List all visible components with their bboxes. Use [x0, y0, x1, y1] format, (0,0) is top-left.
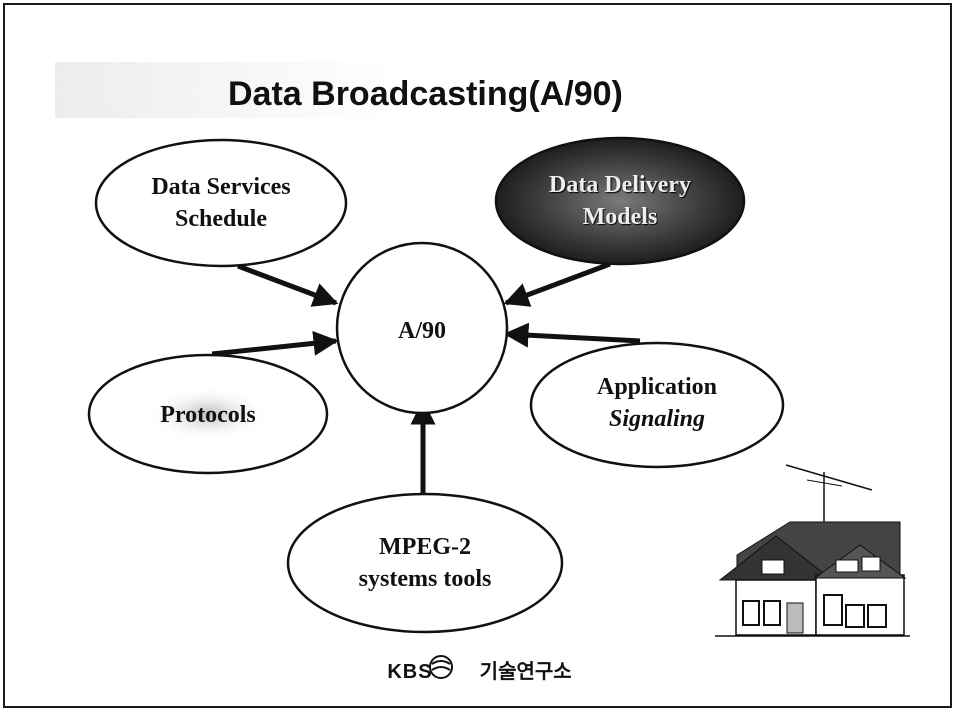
arrow-signaling-to-a90	[503, 322, 641, 348]
center-node-label: A/90	[337, 315, 507, 347]
footer-org: 기술연구소	[479, 661, 572, 683]
node-mpeg2-systems-tools	[286, 492, 564, 634]
footer-brand: KBS	[387, 661, 433, 683]
slide-frame	[3, 3, 952, 708]
kbs-logo-icon	[429, 655, 453, 679]
center-label-text: A/90	[398, 318, 446, 344]
footer-logo-spacer	[444, 663, 468, 683]
delivery-line1: Data Delivery	[549, 172, 691, 198]
protocols-node-label: Protocols	[89, 399, 327, 431]
protocols-highlight	[146, 386, 270, 442]
signaling-line2: Signaling	[608, 406, 706, 432]
mpeg2-line1: MPEG-2	[379, 534, 471, 560]
schedule-node-label: Data Services Schedule	[96, 171, 346, 235]
schedule-line1: Data Services	[151, 174, 291, 200]
signaling-line1: Application	[596, 374, 718, 400]
signaling-node-label: Application Signaling	[531, 371, 783, 435]
arrow-protocols-to-a90	[211, 330, 339, 357]
title-background-texture	[55, 62, 395, 118]
protocols-line1: Protocols	[160, 402, 256, 428]
slide-title: Data Broadcasting(A/90)	[228, 75, 623, 113]
node-data-delivery-models	[494, 136, 746, 266]
mpeg2-line2: systems tools	[358, 566, 492, 592]
delivery-node-label: Data Delivery Models	[496, 169, 744, 233]
house-illustration	[715, 464, 910, 637]
center-node-a90	[335, 241, 509, 415]
footer: KBS 기술연구소	[0, 655, 959, 684]
arrow-delivery-to-a90	[503, 261, 611, 307]
schedule-line2: Schedule	[174, 206, 267, 232]
node-data-services-schedule	[94, 138, 348, 268]
delivery-line2: Models	[582, 204, 658, 230]
arrow-schedule-to-a90	[237, 263, 339, 307]
node-application-signaling	[529, 341, 785, 469]
mpeg2-node-label: MPEG-2 systems tools	[288, 531, 562, 595]
